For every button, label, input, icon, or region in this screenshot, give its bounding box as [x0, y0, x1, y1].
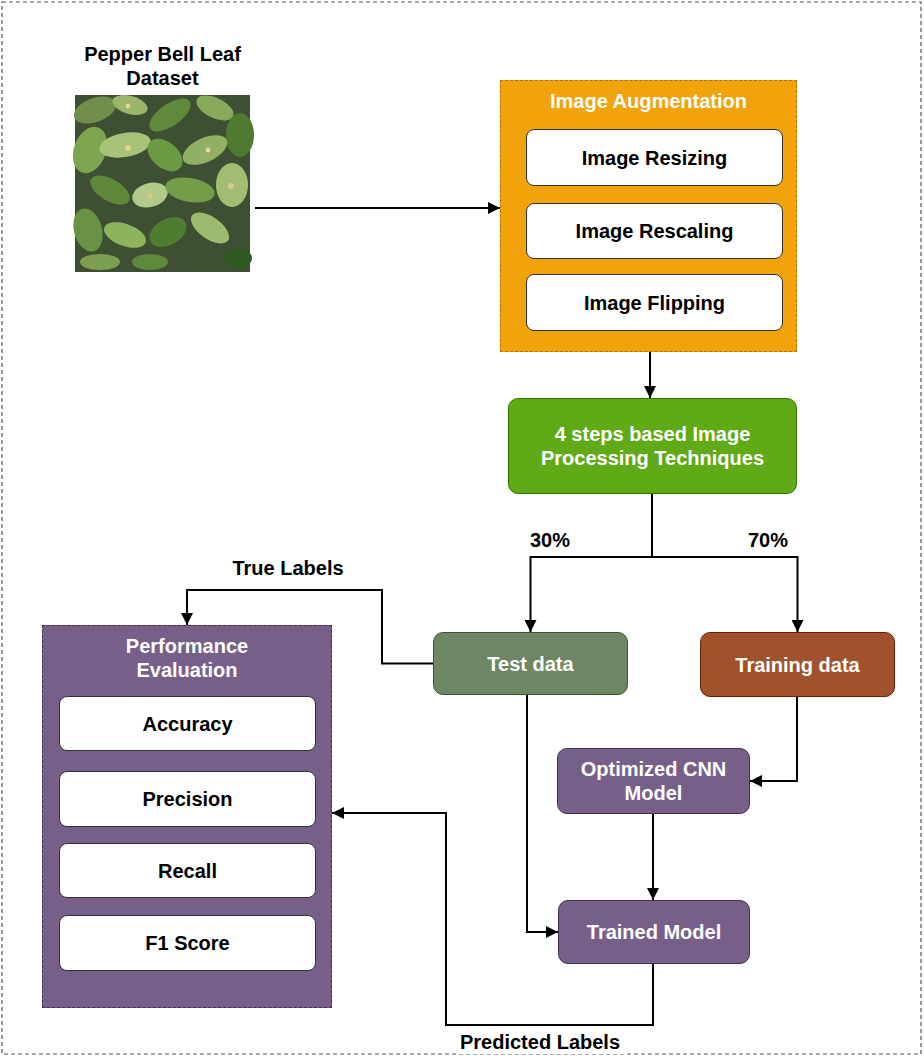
step-box: Image Flipping: [526, 274, 783, 331]
process-box: 4 steps based Image Processing Technique…: [508, 398, 797, 494]
panel-title: Performance Evaluation: [77, 634, 297, 682]
step-box: Image Resizing: [526, 129, 783, 186]
evaluation-panel: Performance EvaluationAccuracyPrecisionR…: [42, 625, 332, 1008]
model-box: Trained Model: [558, 900, 750, 964]
box-label: Recall: [158, 859, 217, 883]
leaf-photo: [67, 90, 254, 272]
dataset-node: Pepper Bell Leaf Dataset: [70, 38, 255, 276]
connector-arrow: [649, 352, 651, 398]
connector-arrow: [652, 494, 798, 632]
box-label: Image Flipping: [584, 291, 725, 315]
step-box: F1 Score: [59, 915, 316, 971]
data-box: Test data: [433, 632, 628, 695]
box-label: Training data: [735, 653, 859, 677]
edge-label: True Labels: [228, 556, 347, 580]
box-label: Trained Model: [587, 920, 721, 944]
model-box: Optimized CNN Model: [557, 748, 750, 814]
box-label: Accuracy: [142, 712, 232, 736]
box-label: Image Resizing: [582, 146, 728, 170]
edge-label: Predicted Labels: [456, 1030, 624, 1054]
step-box: Accuracy: [59, 696, 316, 751]
connector-arrow: [255, 207, 500, 209]
step-box: Image Rescaling: [526, 203, 783, 259]
box-label: 4 steps based Image Processing Technique…: [517, 422, 788, 470]
panel-title: Pepper Bell Leaf Dataset: [76, 42, 249, 90]
step-box: Precision: [59, 771, 316, 827]
connector-arrow: [652, 814, 654, 900]
step-box: Recall: [59, 843, 316, 898]
box-label: Image Rescaling: [576, 219, 734, 243]
connector-arrow: [527, 695, 558, 932]
box-label: F1 Score: [145, 931, 229, 955]
connector-arrow: [750, 697, 797, 781]
augmentation-panel: Image AugmentationImage ResizingImage Re…: [500, 80, 797, 352]
box-label: Test data: [487, 652, 573, 676]
data-box: Training data: [700, 632, 895, 697]
connector-arrow: [531, 494, 653, 632]
box-label: Optimized CNN Model: [566, 757, 741, 805]
panel-title: Image Augmentation: [507, 89, 790, 113]
edge-label: 70%: [744, 528, 792, 552]
box-label: Precision: [142, 787, 232, 811]
edge-label: 30%: [526, 528, 574, 552]
